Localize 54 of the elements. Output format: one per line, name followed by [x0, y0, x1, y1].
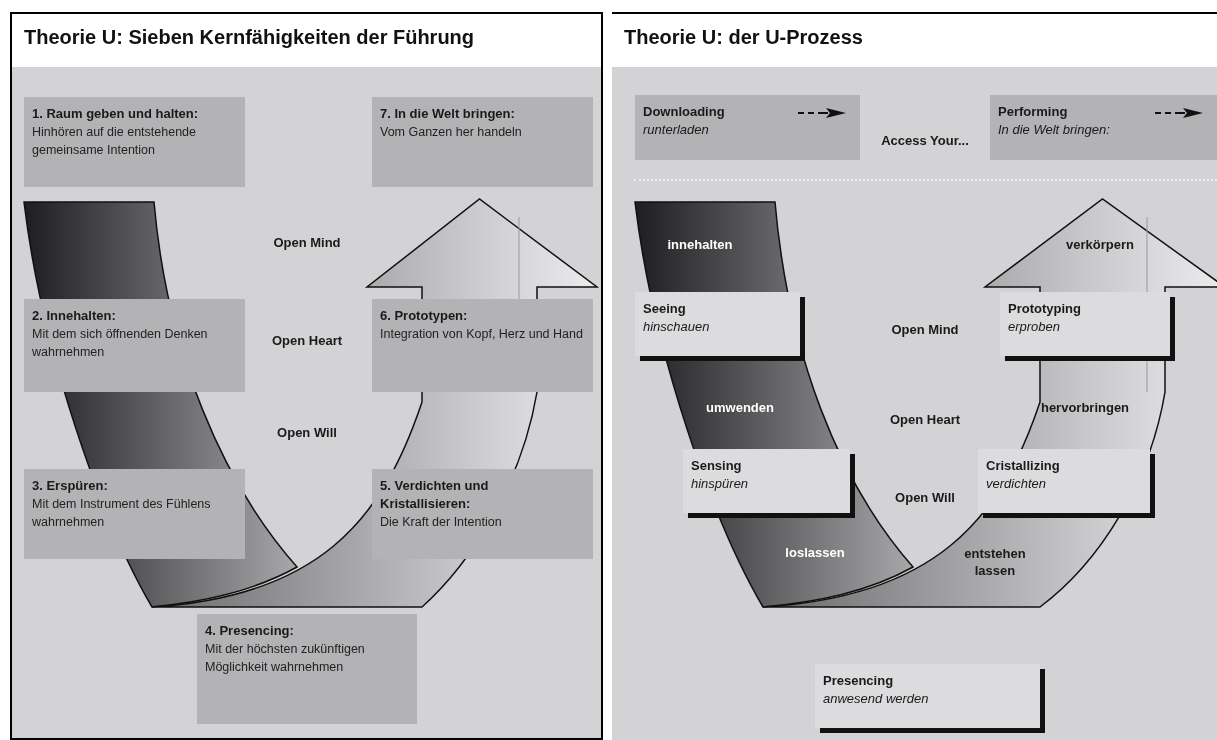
box-heading: 3. Erspüren: — [32, 477, 109, 495]
box-text: In die Welt bringen: — [998, 121, 1111, 139]
diagram-panel — [10, 12, 603, 740]
stage-label: entstehen lassen — [963, 545, 1027, 579]
diagram-panel — [612, 12, 1217, 740]
box-text: erproben — [1008, 318, 1062, 336]
box-text: Die Kraft der Intention — [380, 514, 503, 531]
stage-label: innehalten — [666, 235, 734, 253]
stage-label: hervorbringen — [1040, 398, 1130, 416]
box-heading: Sensing — [691, 457, 743, 475]
box-heading: 5. Verdichten und Kristallisieren: — [380, 477, 490, 513]
box-heading: Performing — [998, 103, 1069, 121]
stage-label: Open Mind — [890, 320, 960, 338]
text-box — [372, 299, 593, 392]
box-heading: 2. Innehalten: — [32, 307, 117, 325]
box-text: Hinhören auf die entstehende gemeinsame Intention — [32, 124, 197, 159]
text-box — [990, 95, 1217, 160]
box-heading: Downloading — [643, 103, 726, 121]
box-text: Mit der höchsten zukünftigen Möglichkeit wahrnehmen — [205, 641, 366, 676]
box-text: Integration von Kopf, Herz und Hand — [380, 326, 584, 343]
text-box — [372, 97, 593, 187]
panel-title: Theorie U: Sieben Kernfähigkeiten der Führung — [24, 25, 475, 50]
text-box — [24, 469, 245, 559]
box-text: hinschauen — [643, 318, 711, 336]
stage-label: Open Heart — [888, 410, 962, 428]
stage-label: umwenden — [705, 398, 775, 416]
stage-label: Open Will — [276, 423, 338, 441]
panel-title: Theorie U: der U-Prozess — [624, 25, 863, 50]
box-text: Mit dem sich öffnenden Denken wahrnehmen — [32, 326, 209, 361]
text-box — [24, 97, 245, 187]
box-text: Mit dem Instrument des Fühlens wahrnehmen — [32, 496, 212, 531]
box-heading: Seeing — [643, 300, 687, 318]
box-text: hinspüren — [691, 475, 750, 493]
text-box — [197, 614, 417, 724]
stage-label: Access Your... — [880, 131, 970, 149]
box-text: runterladen — [643, 121, 710, 139]
box-heading: 1. Raum geben und halten: — [32, 105, 200, 123]
box-text: Vom Ganzen her handeln — [380, 124, 523, 141]
stage-label: Open Mind — [272, 233, 342, 251]
stage-label: verkörpern — [1065, 235, 1135, 253]
box-heading: 7. In die Welt bringen: — [380, 105, 516, 123]
box-heading: Cristallizing — [986, 457, 1061, 475]
box-text: verdichten — [986, 475, 1047, 493]
stage-label: Open Heart — [270, 331, 344, 349]
text-box — [635, 95, 860, 160]
text-box — [24, 299, 245, 392]
stage-label: Open Will — [894, 488, 956, 506]
stage-label: loslassen — [784, 543, 846, 561]
box-heading: 6. Prototypen: — [380, 307, 469, 325]
box-text: anwesend werden — [823, 690, 930, 708]
box-heading: Presencing — [823, 672, 895, 690]
box-heading: Prototyping — [1008, 300, 1082, 318]
box-heading: 4. Presencing: — [205, 622, 295, 640]
text-box — [372, 469, 593, 559]
